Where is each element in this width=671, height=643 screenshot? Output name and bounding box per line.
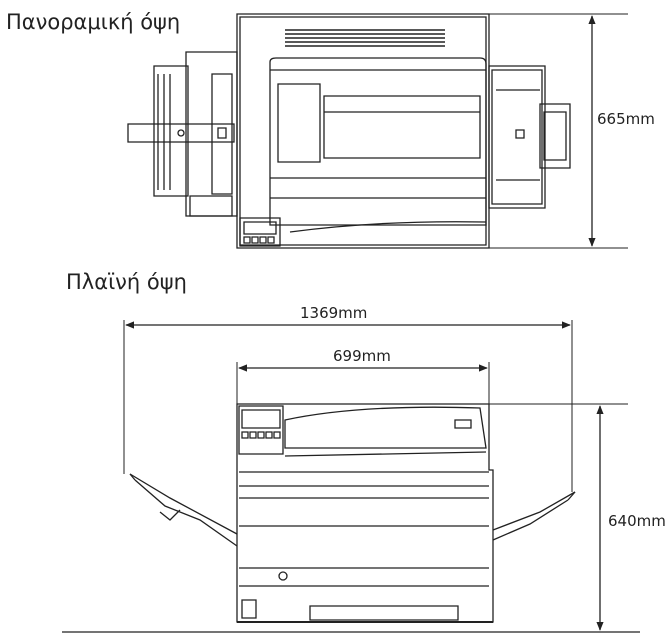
side-view-title: Πλαϊνή όψη	[66, 270, 187, 294]
side-total-width-label: 1369mm	[300, 304, 368, 322]
side-body-width-dimension	[237, 362, 489, 404]
side-body-width-label: 699mm	[333, 347, 391, 365]
top-depth-label: 665mm	[597, 110, 655, 128]
top-depth-dimension	[489, 14, 628, 248]
top-view-printer	[128, 14, 570, 248]
side-height-label: 640mm	[608, 512, 666, 530]
top-vent	[285, 30, 445, 46]
side-view-printer	[130, 404, 575, 622]
side-total-width-dimension	[124, 320, 572, 492]
top-view-title: Πανοραμική όψη	[6, 10, 181, 34]
